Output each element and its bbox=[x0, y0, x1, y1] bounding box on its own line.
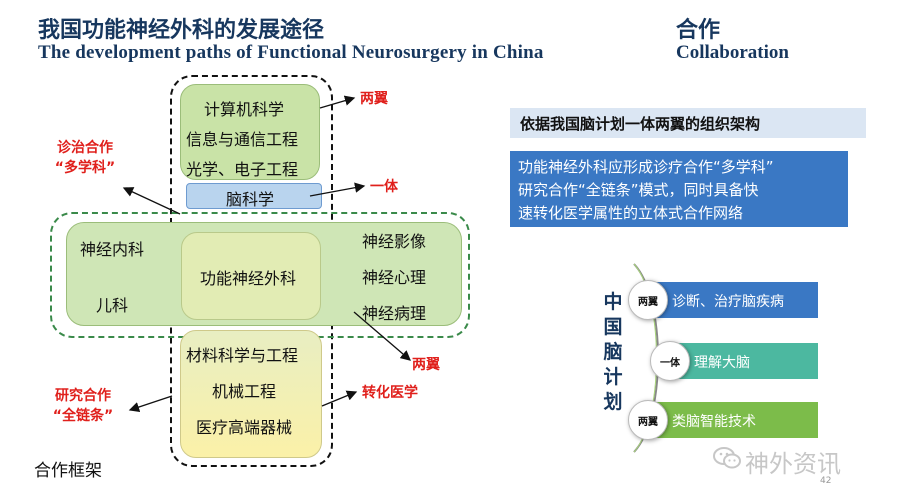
banner-collaboration-network: 功能神经外科应形成诊疗合作“多学科” 研究合作“全链条”模式，同时具备快 速转化… bbox=[510, 151, 848, 227]
brain-science-label: 脑科学 bbox=[226, 190, 275, 209]
top-item-information-engineering: 信息与通信工程 bbox=[186, 130, 299, 149]
center-label: 功能神经外科 bbox=[200, 269, 297, 288]
plan-bar-diagnosis: 诊断、治疗脑疾病 bbox=[650, 282, 818, 318]
collab-title-en: Collaboration bbox=[676, 42, 789, 63]
plan-bar-understand-brain: 理解大脑 bbox=[672, 343, 818, 379]
top-item-optical-electronic: 光学、电子工程 bbox=[186, 160, 299, 179]
wechat-icon bbox=[713, 447, 741, 469]
arrow-translational bbox=[321, 390, 358, 407]
china-brain-plan-vertical: 中 国 脑 计 划 bbox=[603, 291, 623, 413]
right-item-neuroimaging: 神经影像 bbox=[362, 232, 427, 251]
label-two-wings-mid: 两翼 bbox=[412, 357, 440, 373]
collab-title-cn: 合作 bbox=[676, 18, 721, 43]
top-discipline-box bbox=[180, 84, 320, 180]
label-research-cooperation: 研究合作 “全链条” bbox=[52, 388, 114, 424]
left-item-pediatrics: 儿科 bbox=[96, 296, 129, 315]
bottom-discipline-box bbox=[180, 330, 322, 458]
label-two-wings-top: 两翼 bbox=[360, 91, 388, 107]
badge-one-body: 一体 bbox=[650, 341, 690, 381]
arrow-two-wings-mid bbox=[353, 311, 411, 361]
label-one-body: 一体 bbox=[370, 179, 398, 195]
label-diagnosis-cooperation: 诊治合作 “多学科” bbox=[54, 140, 116, 176]
title-cn: 我国功能神经外科的发展途径 bbox=[38, 18, 325, 43]
arrow-one-body bbox=[309, 182, 366, 197]
right-item-neuropsychology: 神经心理 bbox=[362, 268, 427, 287]
badge-two-wings-1: 两翼 bbox=[628, 280, 668, 320]
badge-two-wings-2: 两翼 bbox=[628, 400, 668, 440]
center-box bbox=[181, 232, 321, 320]
left-item-neurology: 神经内科 bbox=[80, 240, 145, 259]
framework-label: 合作框架 bbox=[34, 461, 102, 481]
label-translational-medicine: 转化医学 bbox=[362, 385, 418, 401]
top-item-computer-science: 计算机科学 bbox=[204, 100, 285, 119]
bottom-item-mechanical: 机械工程 bbox=[212, 382, 277, 401]
watermark-text: 神外资讯 bbox=[745, 450, 841, 478]
plan-bar-brain-inspired-ai: 类脑智能技术 bbox=[650, 402, 818, 438]
right-item-neuropathology: 神经病理 bbox=[362, 304, 427, 323]
arrow-research bbox=[128, 395, 173, 413]
brain-science-box bbox=[186, 183, 322, 209]
page-number: 42 bbox=[820, 476, 832, 486]
arrow-diagnosis bbox=[122, 187, 181, 215]
arrow-two-wings-top bbox=[319, 95, 356, 109]
bottom-item-medical-devices: 医疗高端器械 bbox=[196, 418, 293, 437]
bottom-item-materials: 材料科学与工程 bbox=[186, 346, 299, 365]
banner-organization: 依据我国脑计划一体两翼的组织架构 bbox=[510, 108, 866, 138]
title-en: The development paths of Functional Neur… bbox=[38, 42, 544, 63]
